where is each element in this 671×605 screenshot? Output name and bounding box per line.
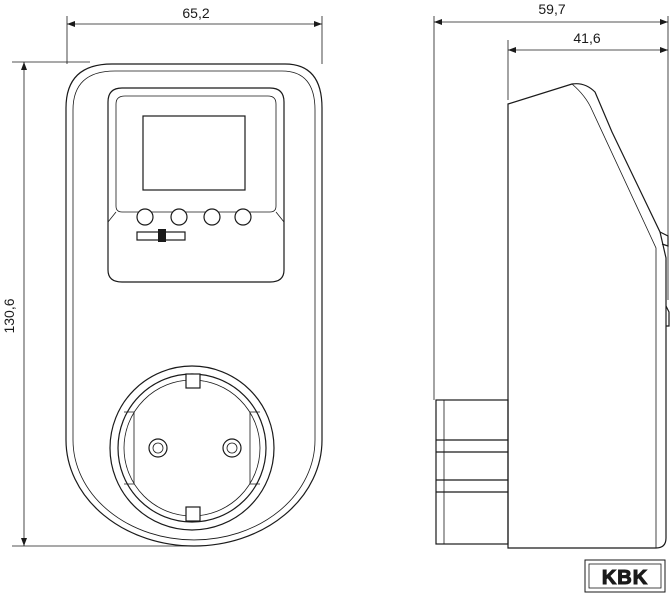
side-total-depth-label: 59,7 — [538, 1, 565, 17]
housing-inner-edge — [72, 70, 316, 541]
lcd-screen — [142, 115, 246, 191]
side-total-depth-dimension: 59,7 — [433, 1, 669, 400]
pin-hole-right — [222, 438, 242, 458]
front-view — [65, 63, 323, 547]
kbk-logo: KBK — [584, 559, 666, 593]
height-dimension: 130,6 — [1, 61, 200, 547]
display-panel — [107, 87, 285, 283]
button-2 — [170, 208, 188, 226]
side-housing-outline — [507, 83, 667, 549]
display-frame — [115, 95, 277, 213]
button-4 — [234, 208, 252, 226]
button-3 — [203, 208, 221, 226]
socket — [109, 365, 275, 531]
earth-clip-top — [185, 373, 201, 389]
slide-switch — [136, 229, 186, 242]
front-width-label: 65,2 — [182, 5, 209, 21]
pin-hole-left — [148, 438, 168, 458]
side-button-lower — [665, 305, 670, 327]
control-buttons — [136, 208, 252, 226]
height-label: 130,6 — [1, 298, 17, 333]
side-button-upper — [659, 231, 669, 247]
plug-pins — [435, 399, 509, 545]
side-body-depth-dimension: 41,6 — [507, 30, 668, 100]
side-body-depth-label: 41,6 — [573, 30, 600, 46]
button-1 — [136, 208, 154, 226]
housing-outline — [65, 63, 323, 547]
logo-text: KBK — [602, 567, 648, 589]
side-view — [435, 83, 670, 549]
front-width-dimension: 65,2 — [66, 5, 323, 64]
socket-inner-ring — [117, 373, 267, 523]
socket-outer-ring — [109, 365, 275, 531]
earth-clip-bottom — [185, 506, 201, 522]
